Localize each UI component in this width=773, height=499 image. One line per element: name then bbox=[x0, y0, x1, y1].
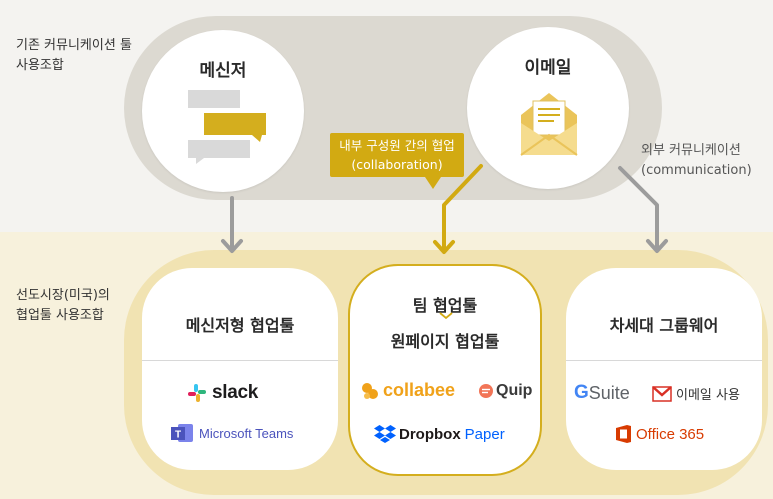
quip-wordmark: Quip bbox=[496, 382, 533, 399]
external-communication-label: 외부 커뮤니케이션 (communication) bbox=[641, 141, 752, 181]
slack-icon bbox=[188, 384, 206, 402]
gmail-logo: 이메일 사용 bbox=[652, 384, 740, 403]
gsuite-logo: G Suite bbox=[574, 382, 630, 404]
messenger-type-card: 메신저형 협업툴 slack T Microsoft Teams bbox=[142, 268, 338, 470]
external-communication-label-line1: 외부 커뮤니케이션 bbox=[641, 143, 741, 158]
groupware-divider bbox=[566, 360, 762, 361]
teams-wordmark: Microsoft Teams bbox=[199, 425, 294, 441]
gmail-caption: 이메일 사용 bbox=[676, 388, 740, 403]
envelope-icon bbox=[520, 93, 578, 156]
groupware-card: 차세대 그룹웨어 G Suite 이메일 사용 Office 365 bbox=[566, 268, 762, 470]
collabee-wordmark: collabee bbox=[383, 380, 456, 400]
chevron-down-icon bbox=[439, 312, 453, 320]
paper-wordmark: Paper bbox=[464, 425, 505, 443]
messenger-title: 메신저 bbox=[199, 61, 247, 81]
gmail-icon bbox=[652, 385, 672, 402]
leading-market-label: 선도시장(미국)의 협업툴 사용조합 bbox=[16, 286, 110, 326]
collaboration-callout-line1: 내부 구성원 간의 협업 bbox=[339, 138, 455, 153]
messenger-type-title: 메신저형 협업툴 bbox=[185, 316, 295, 335]
collaboration-callout-pointer bbox=[425, 177, 441, 189]
collabee-logo: collabee bbox=[360, 380, 455, 401]
chat-bubbles-icon bbox=[188, 90, 266, 164]
current-tools-label-line2: 사용조합 bbox=[16, 58, 64, 73]
leading-market-label-line2: 협업툴 사용조합 bbox=[16, 308, 104, 323]
dropbox-icon bbox=[374, 425, 396, 443]
slack-logo: slack bbox=[187, 382, 258, 404]
microsoft-teams-logo: T Microsoft Teams bbox=[170, 422, 293, 444]
messenger-circle: 메신저 bbox=[142, 30, 304, 192]
one-page-collab-title: 원페이지 협업툴 bbox=[390, 332, 500, 351]
external-communication-label-line2: (communication) bbox=[641, 163, 752, 178]
office365-wordmark: Office 365 bbox=[636, 425, 705, 443]
gsuite-wordmark: Suite bbox=[588, 382, 630, 403]
svg-text:T: T bbox=[175, 430, 181, 441]
quip-logo: Quip bbox=[478, 382, 532, 400]
groupware-title: 차세대 그룹웨어 bbox=[609, 316, 719, 335]
collabee-icon bbox=[362, 382, 378, 399]
dropbox-paper-logo: Dropbox Paper bbox=[374, 424, 505, 444]
email-title: 이메일 bbox=[524, 58, 572, 78]
messenger-type-divider bbox=[142, 360, 338, 361]
gsuite-g-icon: G bbox=[574, 382, 589, 403]
current-tools-label-line1: 기존 커뮤니케이션 툴 bbox=[16, 38, 132, 53]
email-circle: 이메일 bbox=[467, 27, 629, 189]
email-to-groupware-arrow bbox=[618, 166, 668, 253]
teams-icon: T bbox=[171, 424, 193, 442]
dropbox-wordmark: Dropbox bbox=[399, 425, 461, 443]
team-collaboration-card: 팀 협업툴 원페이지 협업툴 collabee Quip Dropbox Pap… bbox=[348, 264, 542, 476]
office365-logo: Office 365 bbox=[614, 424, 704, 444]
collaboration-callout-line2: (collaboration) bbox=[351, 157, 443, 172]
messenger-down-arrow bbox=[221, 196, 243, 253]
current-tools-label: 기존 커뮤니케이션 툴 사용조합 bbox=[16, 36, 132, 76]
slack-wordmark: slack bbox=[212, 382, 259, 403]
collaboration-callout: 내부 구성원 간의 협업 (collaboration) bbox=[330, 133, 464, 177]
team-collab-title: 팀 협업툴 bbox=[412, 296, 478, 315]
office-icon bbox=[616, 425, 631, 443]
leading-market-label-line1: 선도시장(미국)의 bbox=[16, 288, 110, 303]
collaboration-down-arrow bbox=[433, 164, 483, 254]
quip-icon bbox=[479, 384, 493, 398]
